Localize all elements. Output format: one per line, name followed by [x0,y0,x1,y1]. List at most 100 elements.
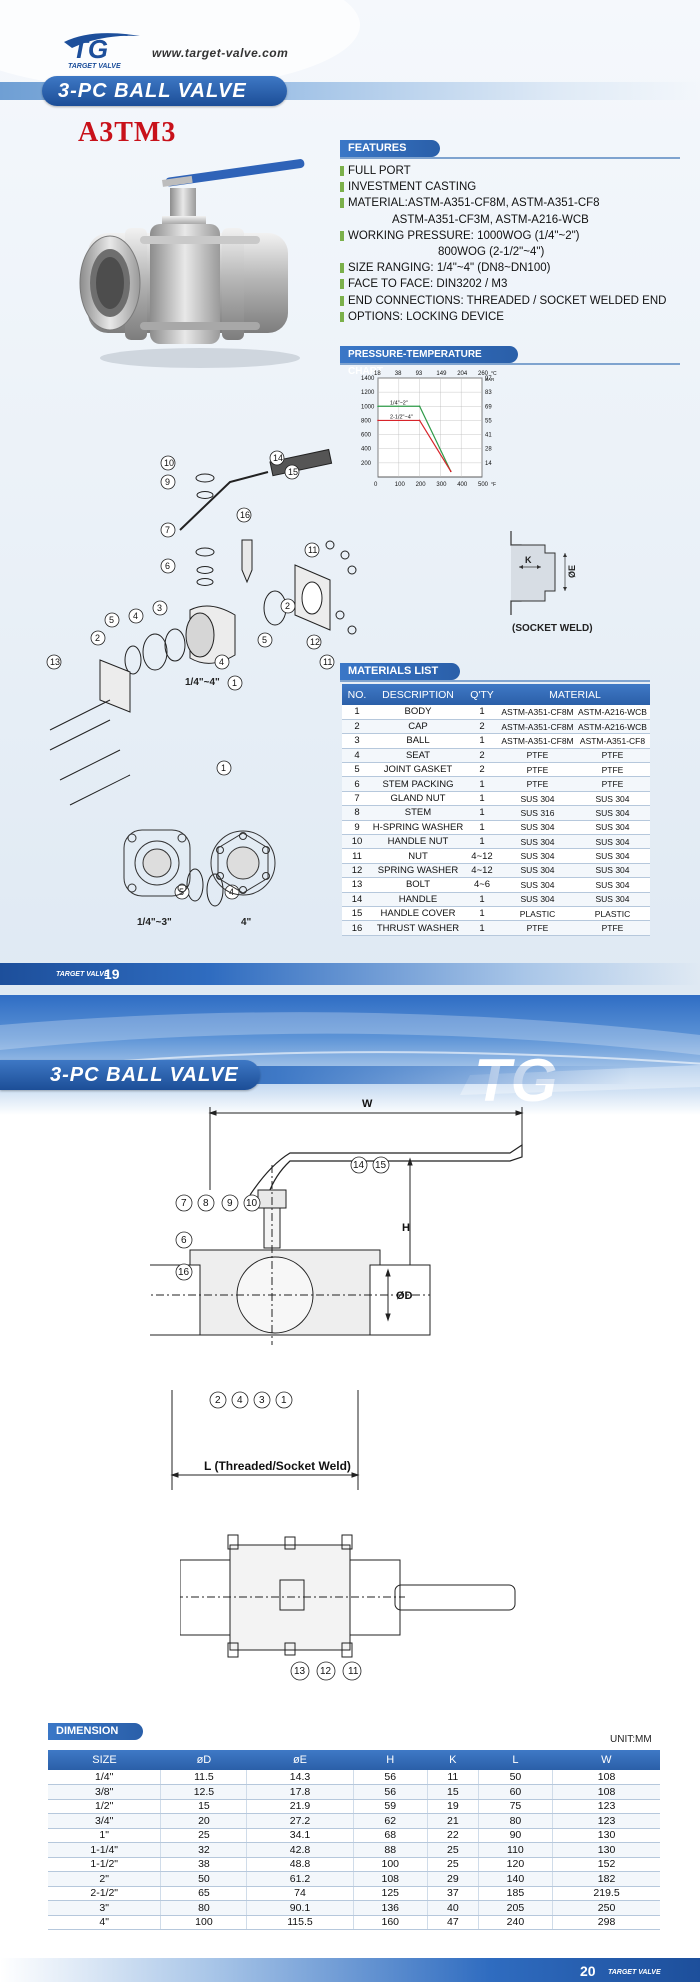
materials-cell: 10 [342,834,372,850]
materials-cell: NUT [372,848,464,864]
materials-cell: SUS 304 [575,848,650,864]
svg-text:14: 14 [273,453,283,463]
materials-cell: SUS 304 [575,820,650,836]
dimension-cell: 240 [478,1915,554,1930]
features-heading: FEATURES [340,140,440,157]
feature-item: INVESTMENT CASTING [340,179,680,195]
materials-section: MATERIALS LIST [340,663,650,682]
dimension-cell: 29 [427,1871,479,1887]
footer-brand: TARGET VALVE [608,1969,661,1976]
svg-text:5: 5 [109,615,114,625]
materials-cell: HANDLE [372,892,464,907]
dimension-cell: 25 [427,1857,479,1872]
dimension-cell: 120 [478,1857,554,1872]
pt-series-point [450,470,452,473]
pt-chart-section: PRESSURE-TEMPERATURE CHART [340,346,680,377]
dimension-cell: 1" [48,1828,162,1843]
materials-cell: PTFE [575,748,650,764]
materials-cell: ASTM-A351-CF8 [575,733,650,749]
svg-text:6: 6 [165,561,170,571]
feature-item: FULL PORT [340,163,680,179]
dim-d-label: ØD [396,1290,413,1302]
svg-text:4: 4 [219,657,224,667]
dimension-cell: 1-1/4" [48,1842,162,1858]
materials-cell: SUS 304 [575,791,650,807]
materials-cell: ASTM-A351-CF8M [500,705,575,720]
pt-series-label: 2-1/2"~4" [390,414,413,420]
materials-cell: 6 [342,776,372,792]
svg-text:7: 7 [181,1198,187,1209]
dimension-cell: 38 [160,1857,248,1872]
dimension-cell: 110 [478,1842,554,1858]
dimension-cell: 100 [160,1915,248,1930]
materials-cell: 16 [342,920,372,936]
features-list: FULL PORT INVESTMENT CASTING MATERIAL:AS… [340,163,680,325]
materials-cell: SUS 304 [500,820,575,836]
pt-y-right-unit: BAR [485,377,495,382]
pt-x-unit: °F [491,482,496,488]
pt-y-right-tick: 97 [485,376,492,382]
materials-col-description: DESCRIPTION [372,684,464,705]
end-view-drawings [123,829,276,897]
materials-cell: 11 [342,848,372,864]
pt-y-tick: 200 [361,461,372,467]
svg-text:15: 15 [375,1160,387,1171]
dimension-cell: 42.8 [246,1842,354,1858]
svg-text:16: 16 [178,1267,190,1278]
svg-text:10: 10 [246,1198,258,1209]
page-footer-band [0,963,700,985]
materials-cell: SUS 304 [575,863,650,879]
materials-cell: STEM PACKING [372,776,464,792]
materials-cell: SUS 304 [500,863,575,879]
dimension-cell: 15 [427,1784,479,1800]
pt-y-tick: 600 [361,433,372,439]
page-title-bar: 3-PC BALL VALVE [0,76,700,106]
materials-cell: SUS 316 [500,805,575,821]
page-header-graphic: TG [0,995,700,1115]
materials-cell: BODY [372,705,464,720]
svg-text:1: 1 [232,678,237,688]
model-number: A3TM3 [78,117,177,148]
materials-cell: SUS 304 [500,848,575,864]
materials-cell: 2 [464,762,500,778]
materials-cell: SUS 304 [575,834,650,850]
pt-series-point [418,405,421,408]
pt-chart-heading: PRESSURE-TEMPERATURE CHART [340,346,518,377]
catalog-page-20: TG 3-PC BALL VALVE [0,995,700,1982]
materials-cell: 14 [342,892,372,907]
pt-y-tick: 1000 [361,404,375,410]
dimension-cell: 130 [552,1828,660,1843]
materials-cell: PTFE [575,762,650,778]
dimension-cell: 123 [552,1813,660,1829]
feature-item: FACE TO FACE: DIN3202 / M3 [340,276,680,292]
end-view-label-small: 1/4"~3" [137,917,172,928]
feature-item: SIZE RANGING: 1/4"~4" (DN8~DN100) [340,260,680,276]
materials-cell: THRUST WASHER [372,920,464,936]
pt-x-top-tick: 149 [436,371,447,377]
pt-y-right-tick: 55 [485,418,492,424]
svg-text:11: 11 [348,1666,359,1677]
materials-cell: SUS 304 [575,805,650,821]
dimension-cell: 88 [353,1842,428,1858]
materials-cell: 3 [342,733,372,749]
materials-cell: 15 [342,906,372,922]
materials-cell: 1 [464,820,500,836]
pt-y-tick: 800 [361,418,372,424]
socket-weld-detail-drawing: K ØE [510,531,577,615]
target-valve-logo: TG TARGET VALVE [64,33,140,70]
website-url[interactable]: www.target-valve.com [152,46,289,60]
dimension-cell: 34.1 [246,1828,354,1843]
page-footer-band [0,1958,700,1982]
dimension-cell: 130 [552,1842,660,1858]
